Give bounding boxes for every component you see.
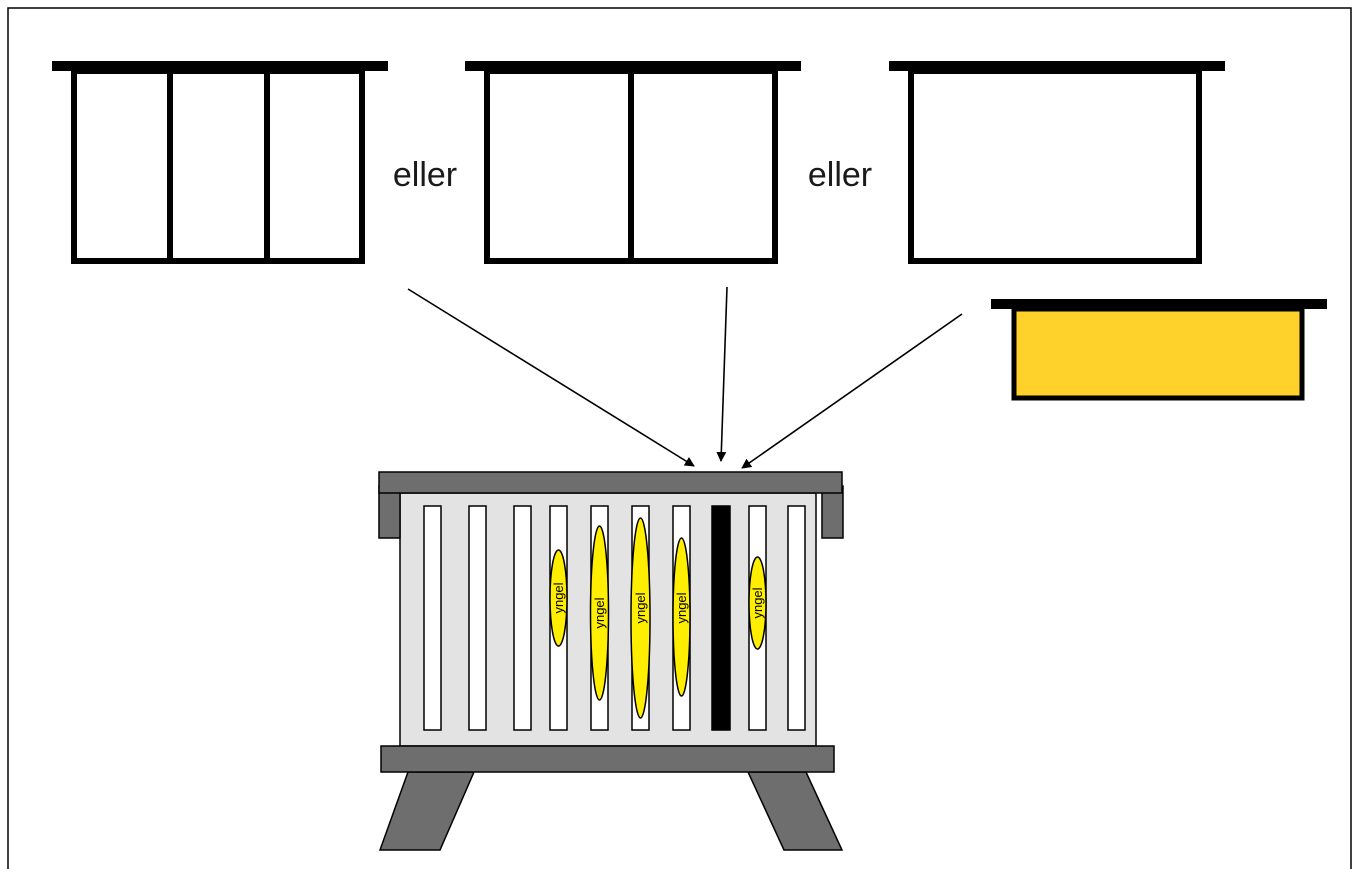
- brood-label: yngel: [674, 592, 689, 623]
- brood-patch: [630, 517, 651, 719]
- super-3-top-bar: [889, 61, 1225, 71]
- diagram-border: [7, 7, 1352, 869]
- frame: [513, 505, 532, 731]
- super-three-compartment: [52, 61, 388, 264]
- super-single-compartment: [889, 61, 1225, 264]
- hive-left-handle: [378, 485, 401, 539]
- frame: [468, 505, 487, 731]
- arrow-from-option-1: [407, 288, 695, 467]
- arrow-from-option-3: [741, 313, 963, 469]
- super-two-compartment: [465, 61, 801, 264]
- honey-super: [991, 299, 1327, 401]
- brood-patch: [748, 556, 767, 650]
- eller-label-1: eller: [393, 156, 457, 194]
- brood-patch: [549, 549, 568, 647]
- hive-right-handle: [821, 485, 844, 539]
- eller-label-2: eller: [808, 156, 872, 194]
- super-3-body: [908, 68, 1202, 264]
- hive-right-leg: [746, 771, 844, 851]
- brood-patch: [672, 537, 691, 697]
- honey-super-top-bar: [991, 299, 1327, 309]
- super-2-top-bar: [465, 61, 801, 71]
- brood-patches: yngel yngel yngel yngel yngel: [549, 517, 767, 719]
- super-1-body: [71, 68, 365, 264]
- super-1-top-bar: [52, 61, 388, 71]
- frame: [787, 505, 806, 731]
- frame: [423, 505, 442, 731]
- hive-left-leg: [378, 771, 476, 851]
- arrow-from-option-2: [716, 286, 728, 462]
- brood-label: yngel: [592, 597, 607, 628]
- divider-board: [711, 505, 731, 731]
- honey-super-body: [1011, 306, 1305, 401]
- hive-lid: [378, 471, 843, 494]
- brood-label: yngel: [750, 587, 765, 618]
- hive-bottom-board: [380, 745, 835, 773]
- hive: yngel yngel yngel yngel yngel: [378, 471, 844, 851]
- brood-label: yngel: [633, 592, 648, 623]
- brood-patch: [589, 525, 610, 701]
- brood-label: yngel: [551, 582, 566, 613]
